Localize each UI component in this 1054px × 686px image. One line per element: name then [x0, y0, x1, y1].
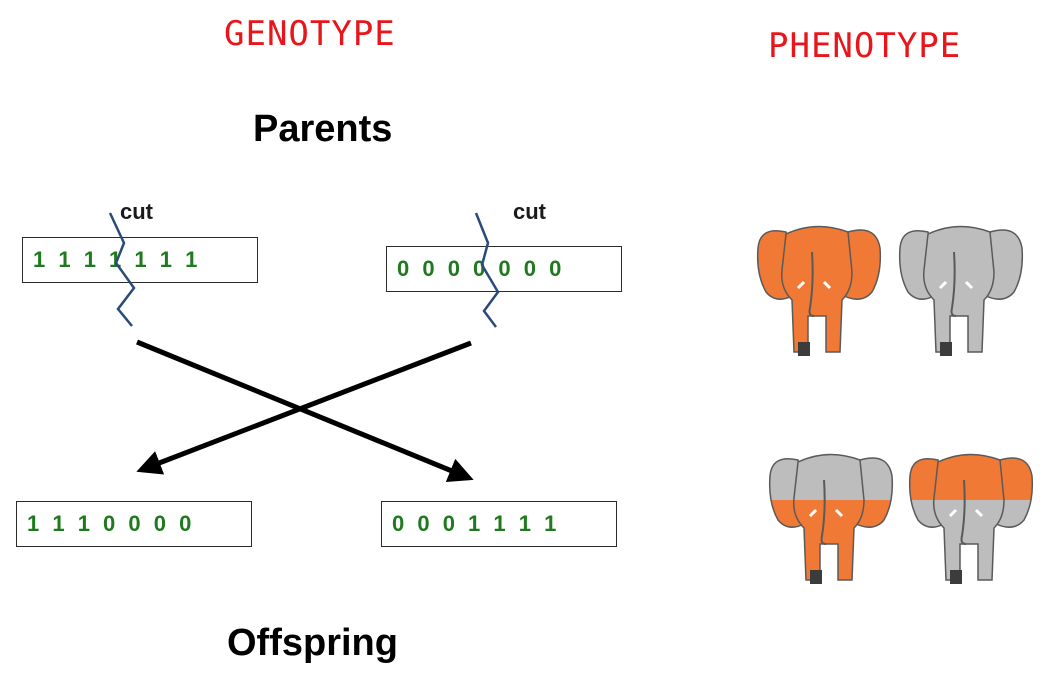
- cut-line-right: [474, 212, 500, 328]
- crossover-arrow-left: [136, 340, 472, 475]
- offspring-bits-2: 0 0 0 1 1 1 1: [392, 511, 557, 536]
- cut-label-right: cut: [513, 199, 546, 224]
- offspring-chromosome-2: 0 0 0 1 1 1 1: [381, 501, 617, 547]
- elephant-orange-gray-icon: [908, 453, 1034, 584]
- offspring-chromosome-1: 1 1 1 0 0 0 0: [16, 501, 252, 547]
- phenotype-heading: PHENOTYPE: [768, 26, 962, 66]
- parent-bits-1: 1 1 1 1 1 1 1: [33, 247, 198, 272]
- parent-chromosome-2: 0 0 0 0 0 0 0: [386, 246, 622, 292]
- offspring-heading: Offspring: [227, 622, 398, 664]
- parent-bits-2: 0 0 0 0 0 0 0: [397, 256, 562, 281]
- elephant-orange-icon: [756, 225, 882, 356]
- cut-label-left: cut: [120, 199, 153, 224]
- cut-line-left: [108, 212, 136, 327]
- elephant-gray-icon: [898, 225, 1024, 356]
- parents-heading: Parents: [253, 108, 393, 150]
- offspring-bits-1: 1 1 1 0 0 0 0: [27, 511, 192, 536]
- genotype-heading: GENOTYPE: [224, 14, 396, 54]
- elephant-gray-orange-icon: [768, 453, 894, 584]
- parent-chromosome-1: 1 1 1 1 1 1 1: [22, 237, 258, 283]
